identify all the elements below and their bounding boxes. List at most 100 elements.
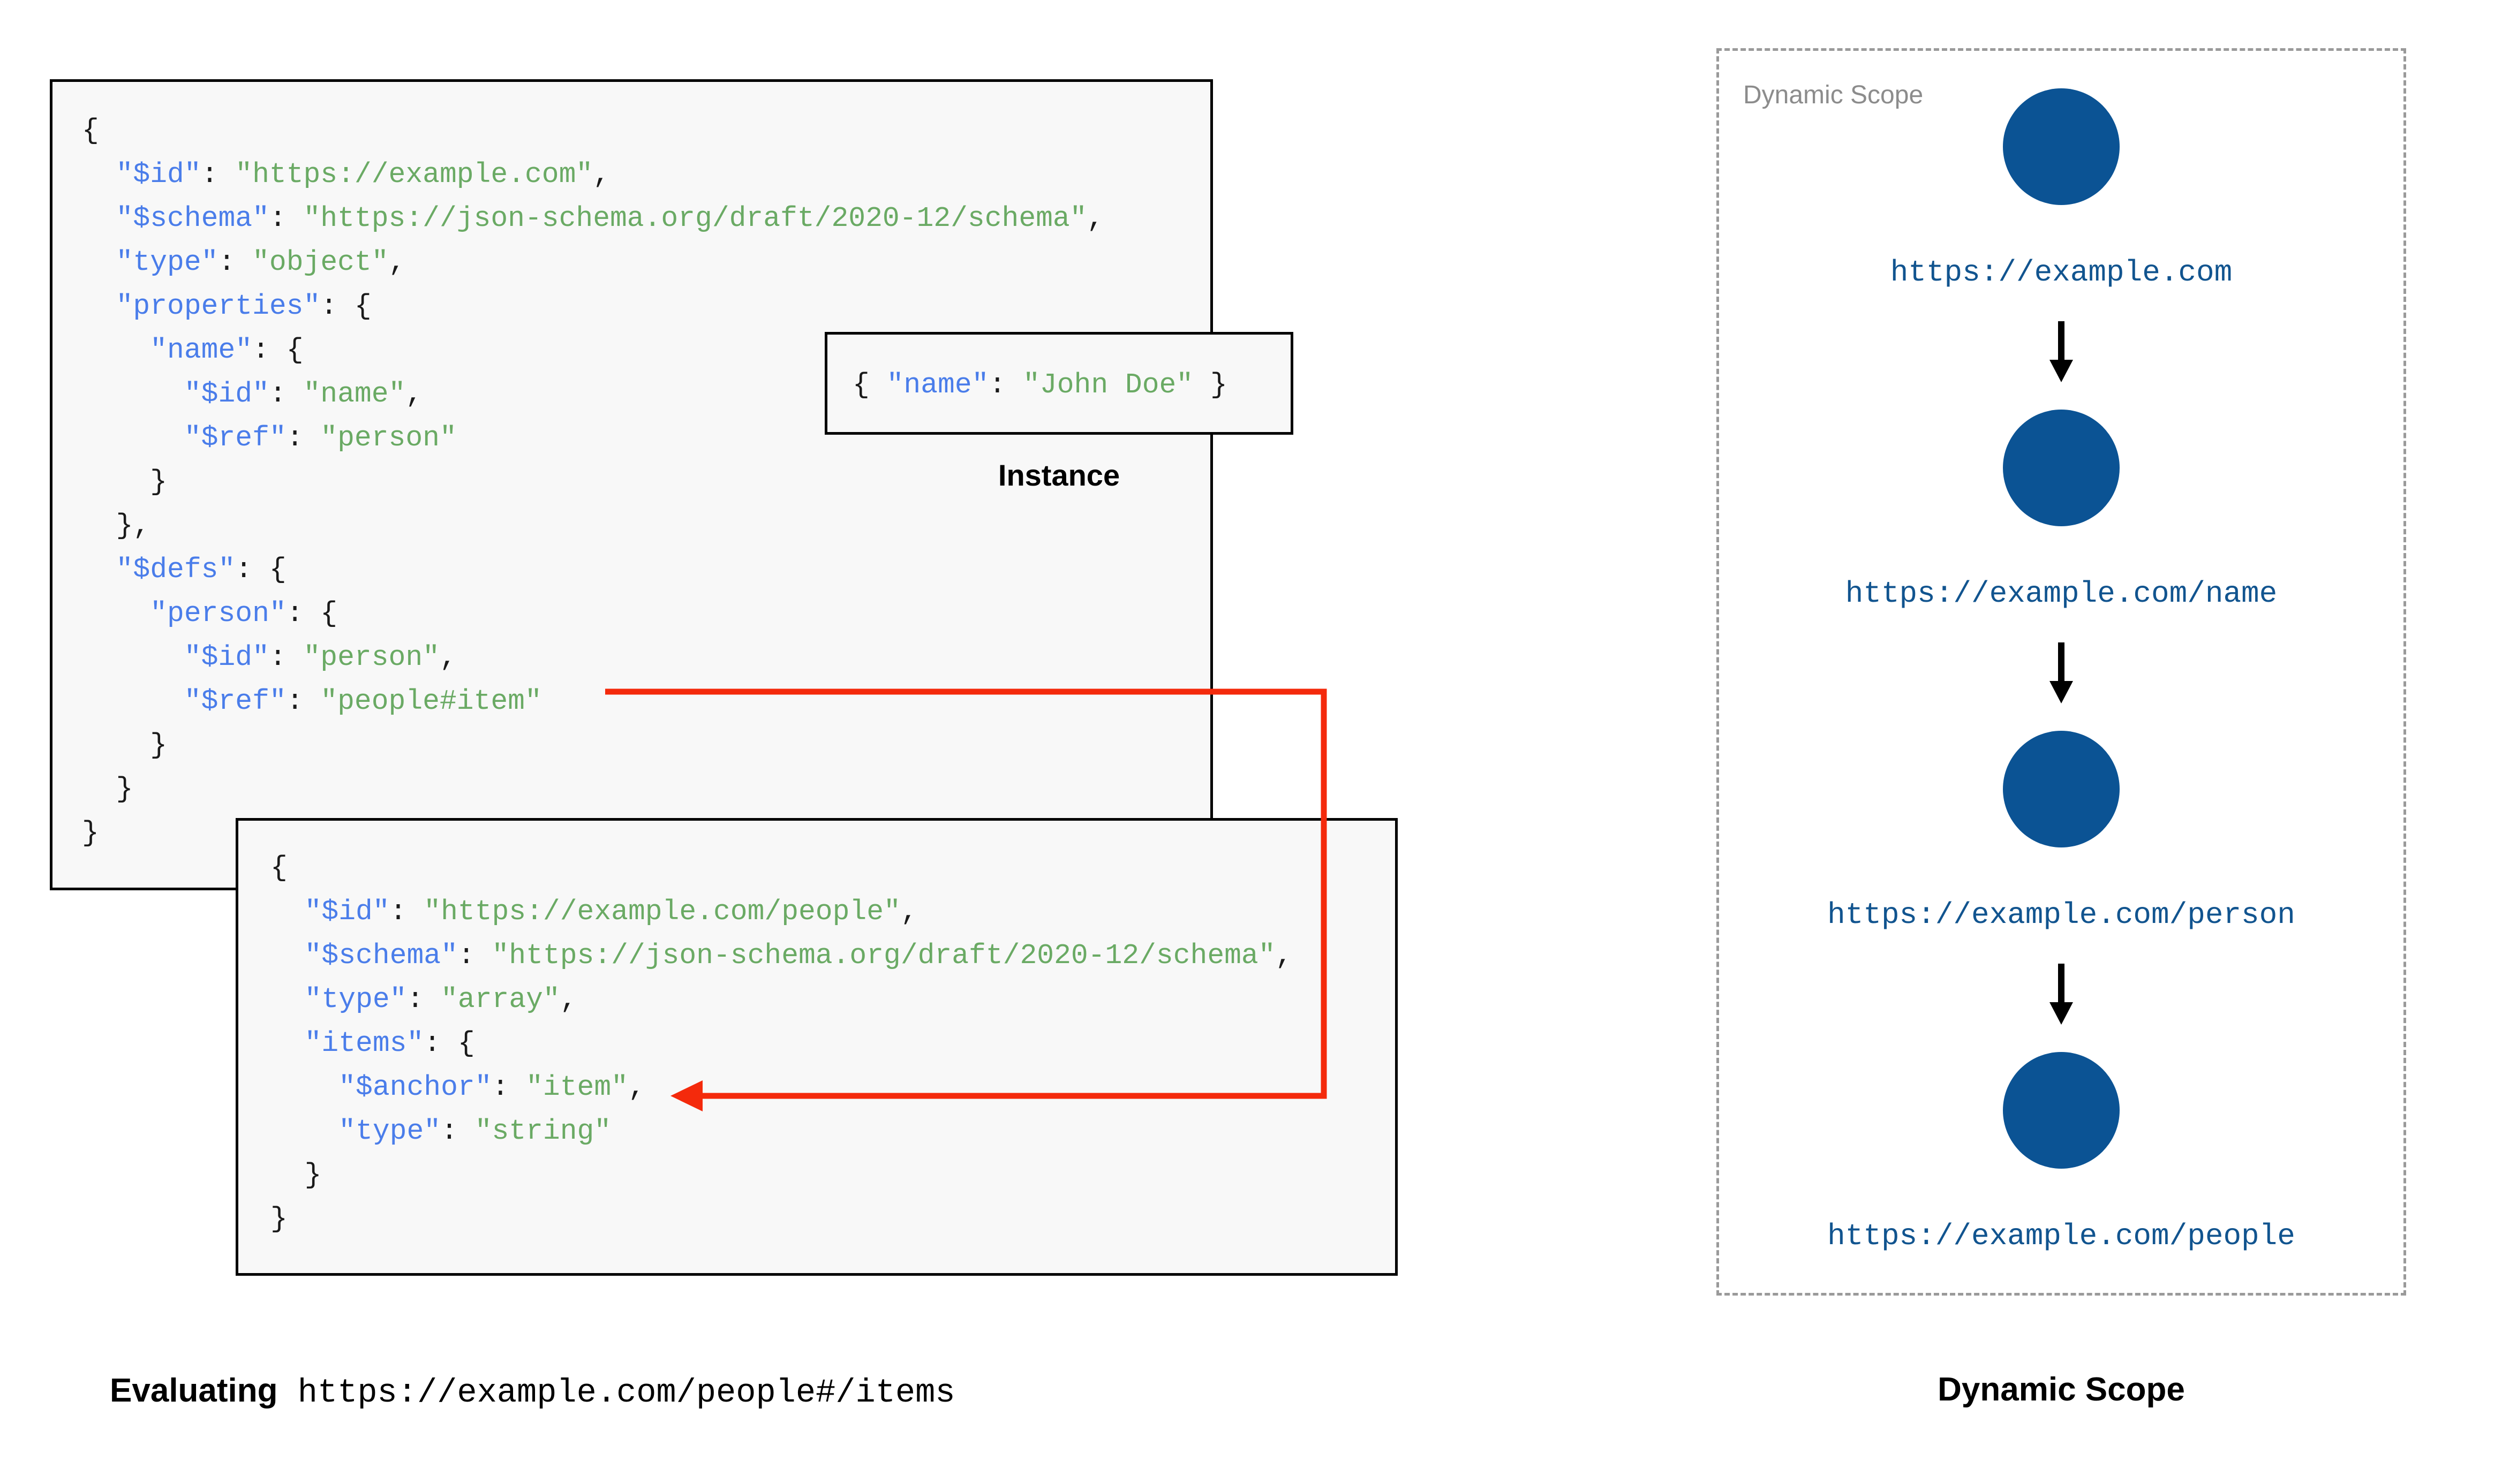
code-token — [82, 290, 116, 322]
dynamic-scope-panel — [1716, 48, 2406, 1296]
code-token: } — [82, 773, 133, 805]
code-token: : — [441, 1115, 475, 1147]
code-line: "$schema": "https://json-schema.org/draf… — [270, 934, 1293, 978]
code-token: : — [286, 422, 321, 454]
code-token — [82, 597, 150, 630]
code-token: "string" — [474, 1115, 612, 1147]
code-token — [270, 896, 305, 928]
code-token: : — [989, 369, 1023, 401]
code-token: "$anchor" — [338, 1071, 492, 1103]
code-token — [270, 1071, 338, 1103]
dynamic-scope-inner-label: Dynamic Scope — [1743, 81, 1924, 109]
code-token: "type" — [304, 983, 407, 1016]
code-token — [270, 940, 305, 972]
code-line: "properties": { — [82, 284, 1104, 328]
code-token — [270, 1027, 305, 1059]
code-line: { — [270, 846, 1292, 890]
code-token — [82, 246, 116, 278]
code-token: "person" — [150, 597, 287, 630]
code-token: : — [406, 983, 441, 1016]
code-token: "https://example.com" — [235, 158, 593, 191]
code-line: { "name": "John Doe" } — [853, 363, 1227, 407]
evaluating-uri: https://example.com/people#/items — [277, 1374, 955, 1412]
evaluating-label: Evaluating — [110, 1372, 278, 1409]
code-token: "properties" — [116, 290, 321, 322]
scope-node-label-4: https://example.com/people — [1827, 1219, 2295, 1253]
code-line: "type": "string" — [270, 1109, 1292, 1153]
code-token: "people#item" — [320, 685, 542, 717]
code-token: "array" — [441, 983, 560, 1016]
code-line: "$ref": "person" — [82, 416, 1104, 460]
code-token — [82, 422, 184, 454]
scope-arrow-head — [2049, 681, 2073, 703]
dynamic-scope-caption: Dynamic Scope — [1938, 1371, 2185, 1408]
code-token: "person" — [303, 641, 440, 673]
scope-arrow-head — [2049, 360, 2073, 382]
code-line: "$schema": "https://json-schema.org/draf… — [82, 196, 1104, 240]
code-token: : — [201, 158, 236, 191]
code-line: "$ref": "people#item" — [82, 679, 1104, 723]
code-token — [270, 1115, 338, 1147]
code-token: } — [82, 729, 168, 761]
code-line: "$id": "https://example.com", — [82, 153, 1104, 196]
code-token: "name" — [150, 334, 253, 366]
code-token: : — [457, 940, 492, 972]
code-line: "person": { — [82, 592, 1104, 635]
code-token: "item" — [526, 1071, 628, 1103]
code-line: "$id": "person", — [82, 635, 1104, 679]
code-token: "object" — [252, 246, 389, 278]
code-line: } — [270, 1153, 1292, 1197]
code-token — [82, 158, 116, 191]
instance-caption: Instance — [998, 458, 1120, 492]
code-token: "person" — [320, 422, 457, 454]
scope-arrow-3 — [2049, 964, 2073, 1025]
code-token: { — [853, 369, 887, 401]
code-token: "$defs" — [116, 554, 236, 586]
code-token: : — [286, 685, 321, 717]
instance-code: { "name": "John Doe" } — [853, 363, 1227, 407]
scope-node-circle-2 — [2003, 410, 2120, 526]
code-token: : { — [252, 334, 304, 366]
code-line: } — [82, 811, 1104, 855]
code-token: : — [492, 1071, 526, 1103]
code-token: }, — [82, 510, 150, 542]
code-token: : — [269, 641, 304, 673]
scope-node-label-2: https://example.com/name — [1845, 577, 2278, 611]
code-token: : — [269, 378, 304, 410]
main-schema-code: { "$id": "https://example.com", "$schema… — [82, 109, 1104, 855]
code-token: , — [388, 246, 406, 278]
code-token: { — [270, 852, 288, 884]
code-token: } — [270, 1203, 288, 1235]
code-line: "$id": "name", — [82, 372, 1104, 416]
evaluating-caption: Evaluating https://example.com/people#/i… — [110, 1372, 955, 1412]
code-token — [82, 334, 150, 366]
code-line: "$id": "https://example.com/people", — [270, 890, 1292, 934]
code-token: : { — [424, 1027, 475, 1059]
scope-node-circle-3 — [2003, 731, 2120, 847]
code-token: "https://example.com/people" — [424, 896, 901, 928]
code-token: "$ref" — [184, 685, 287, 717]
code-line: } — [82, 767, 1104, 811]
code-token — [82, 641, 184, 673]
instance-box: { "name": "John Doe" } — [825, 332, 1293, 435]
code-token: "name" — [886, 369, 989, 401]
code-token: , — [900, 896, 918, 928]
code-line: { — [82, 109, 1104, 153]
code-token: : { — [235, 554, 287, 586]
code-token: } — [270, 1159, 322, 1191]
code-token — [82, 554, 116, 586]
scope-node-label-3: https://example.com/person — [1827, 898, 2295, 932]
code-token: : — [218, 246, 253, 278]
code-token: , — [1087, 202, 1104, 234]
code-token: : — [269, 202, 304, 234]
scope-node-circle-1 — [2003, 88, 2120, 205]
code-token: "https://json-schema.org/draft/2020-12/s… — [492, 940, 1276, 972]
code-token: "$id" — [184, 641, 269, 673]
code-line: "items": { — [270, 1021, 1292, 1065]
people-schema-code: { "$id": "https://example.com/people", "… — [270, 846, 1292, 1241]
code-line: "type": "array", — [270, 978, 1292, 1021]
code-token: : { — [320, 290, 372, 322]
code-token: } — [82, 466, 168, 498]
code-token: , — [439, 641, 457, 673]
code-line: "$defs": { — [82, 548, 1104, 592]
